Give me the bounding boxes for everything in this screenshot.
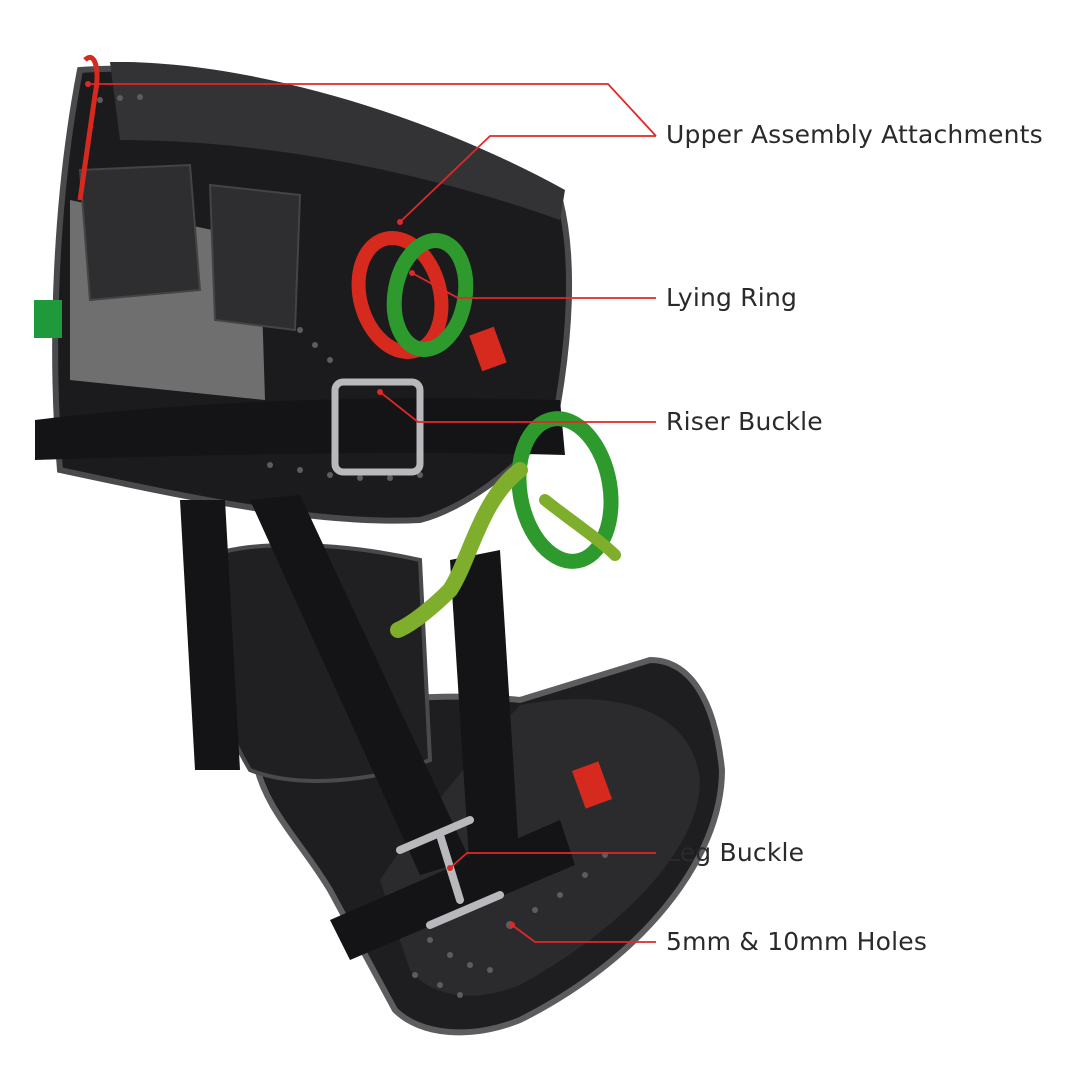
leg-straps (180, 495, 575, 960)
waist-webbing (35, 398, 565, 460)
callout-riser-buckle: Riser Buckle (666, 407, 823, 436)
green-rope-tail (539, 494, 621, 561)
red-marker-leg (572, 761, 612, 809)
green-tab (34, 300, 62, 338)
callout-lying-ring: Lying Ring (666, 283, 798, 312)
riser-buckle-shape (331, 378, 424, 476)
belt-holes (97, 94, 423, 481)
callout-leg-buckle: Leg Buckle (666, 838, 805, 867)
green-ring-shape (386, 232, 474, 358)
attachment-plates (78, 163, 302, 332)
leader-dots (85, 81, 515, 928)
callout-upper-assembly-attachments: Upper Assembly Attachments (666, 120, 1043, 149)
lower-green-ring-shape (511, 411, 619, 569)
callout-holes: 5mm & 10mm Holes (666, 927, 928, 956)
red-marker (469, 326, 507, 372)
red-loop (77, 55, 100, 201)
green-rope (390, 462, 528, 638)
leader-lines (88, 83, 657, 943)
waist-belt-top (110, 61, 565, 220)
